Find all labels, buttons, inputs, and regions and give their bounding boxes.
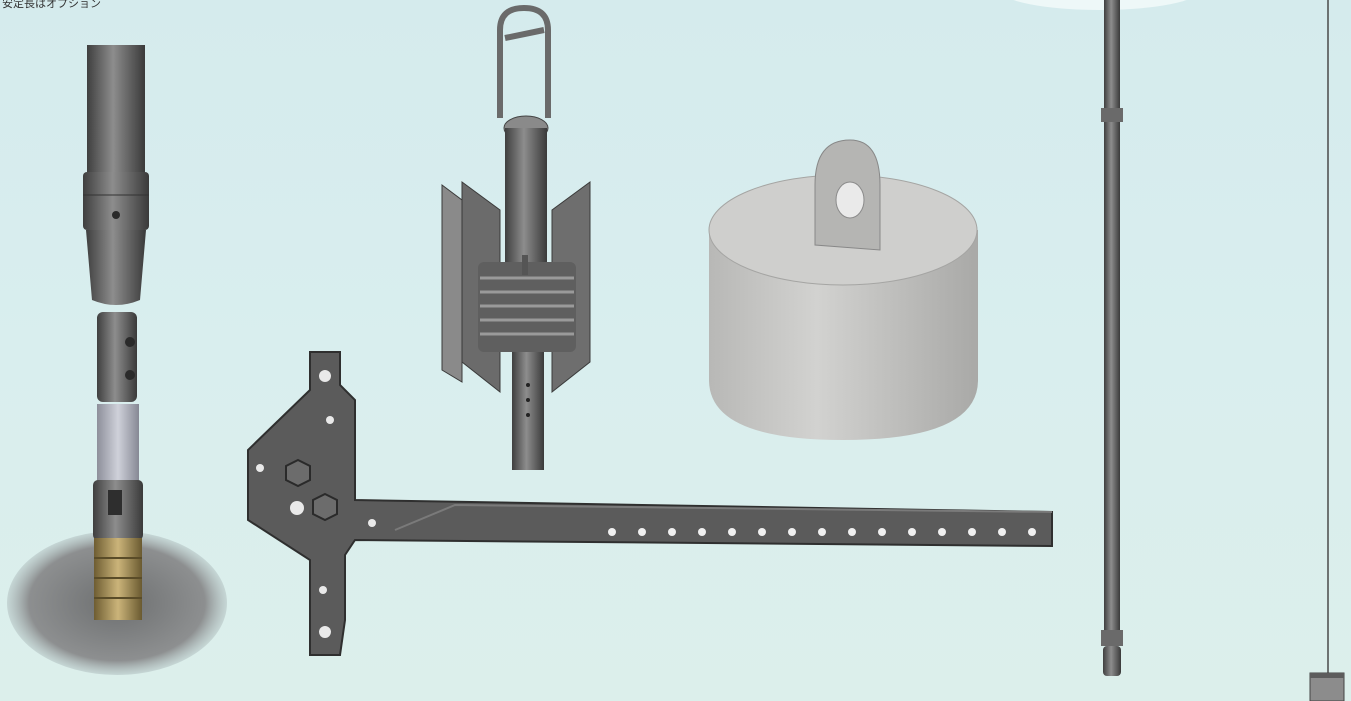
long-rod-icon xyxy=(1101,0,1123,676)
concrete-weight-icon xyxy=(708,139,978,440)
hanging-cable-weight-icon xyxy=(1309,0,1345,701)
caption-text: 安定長はオプション xyxy=(2,0,101,10)
top-highlight xyxy=(1000,0,1200,10)
finned-sampler-icon xyxy=(441,4,591,470)
perforated-lever-arm-icon xyxy=(247,351,1053,656)
rod-coupling-assembly-icon xyxy=(7,45,227,675)
